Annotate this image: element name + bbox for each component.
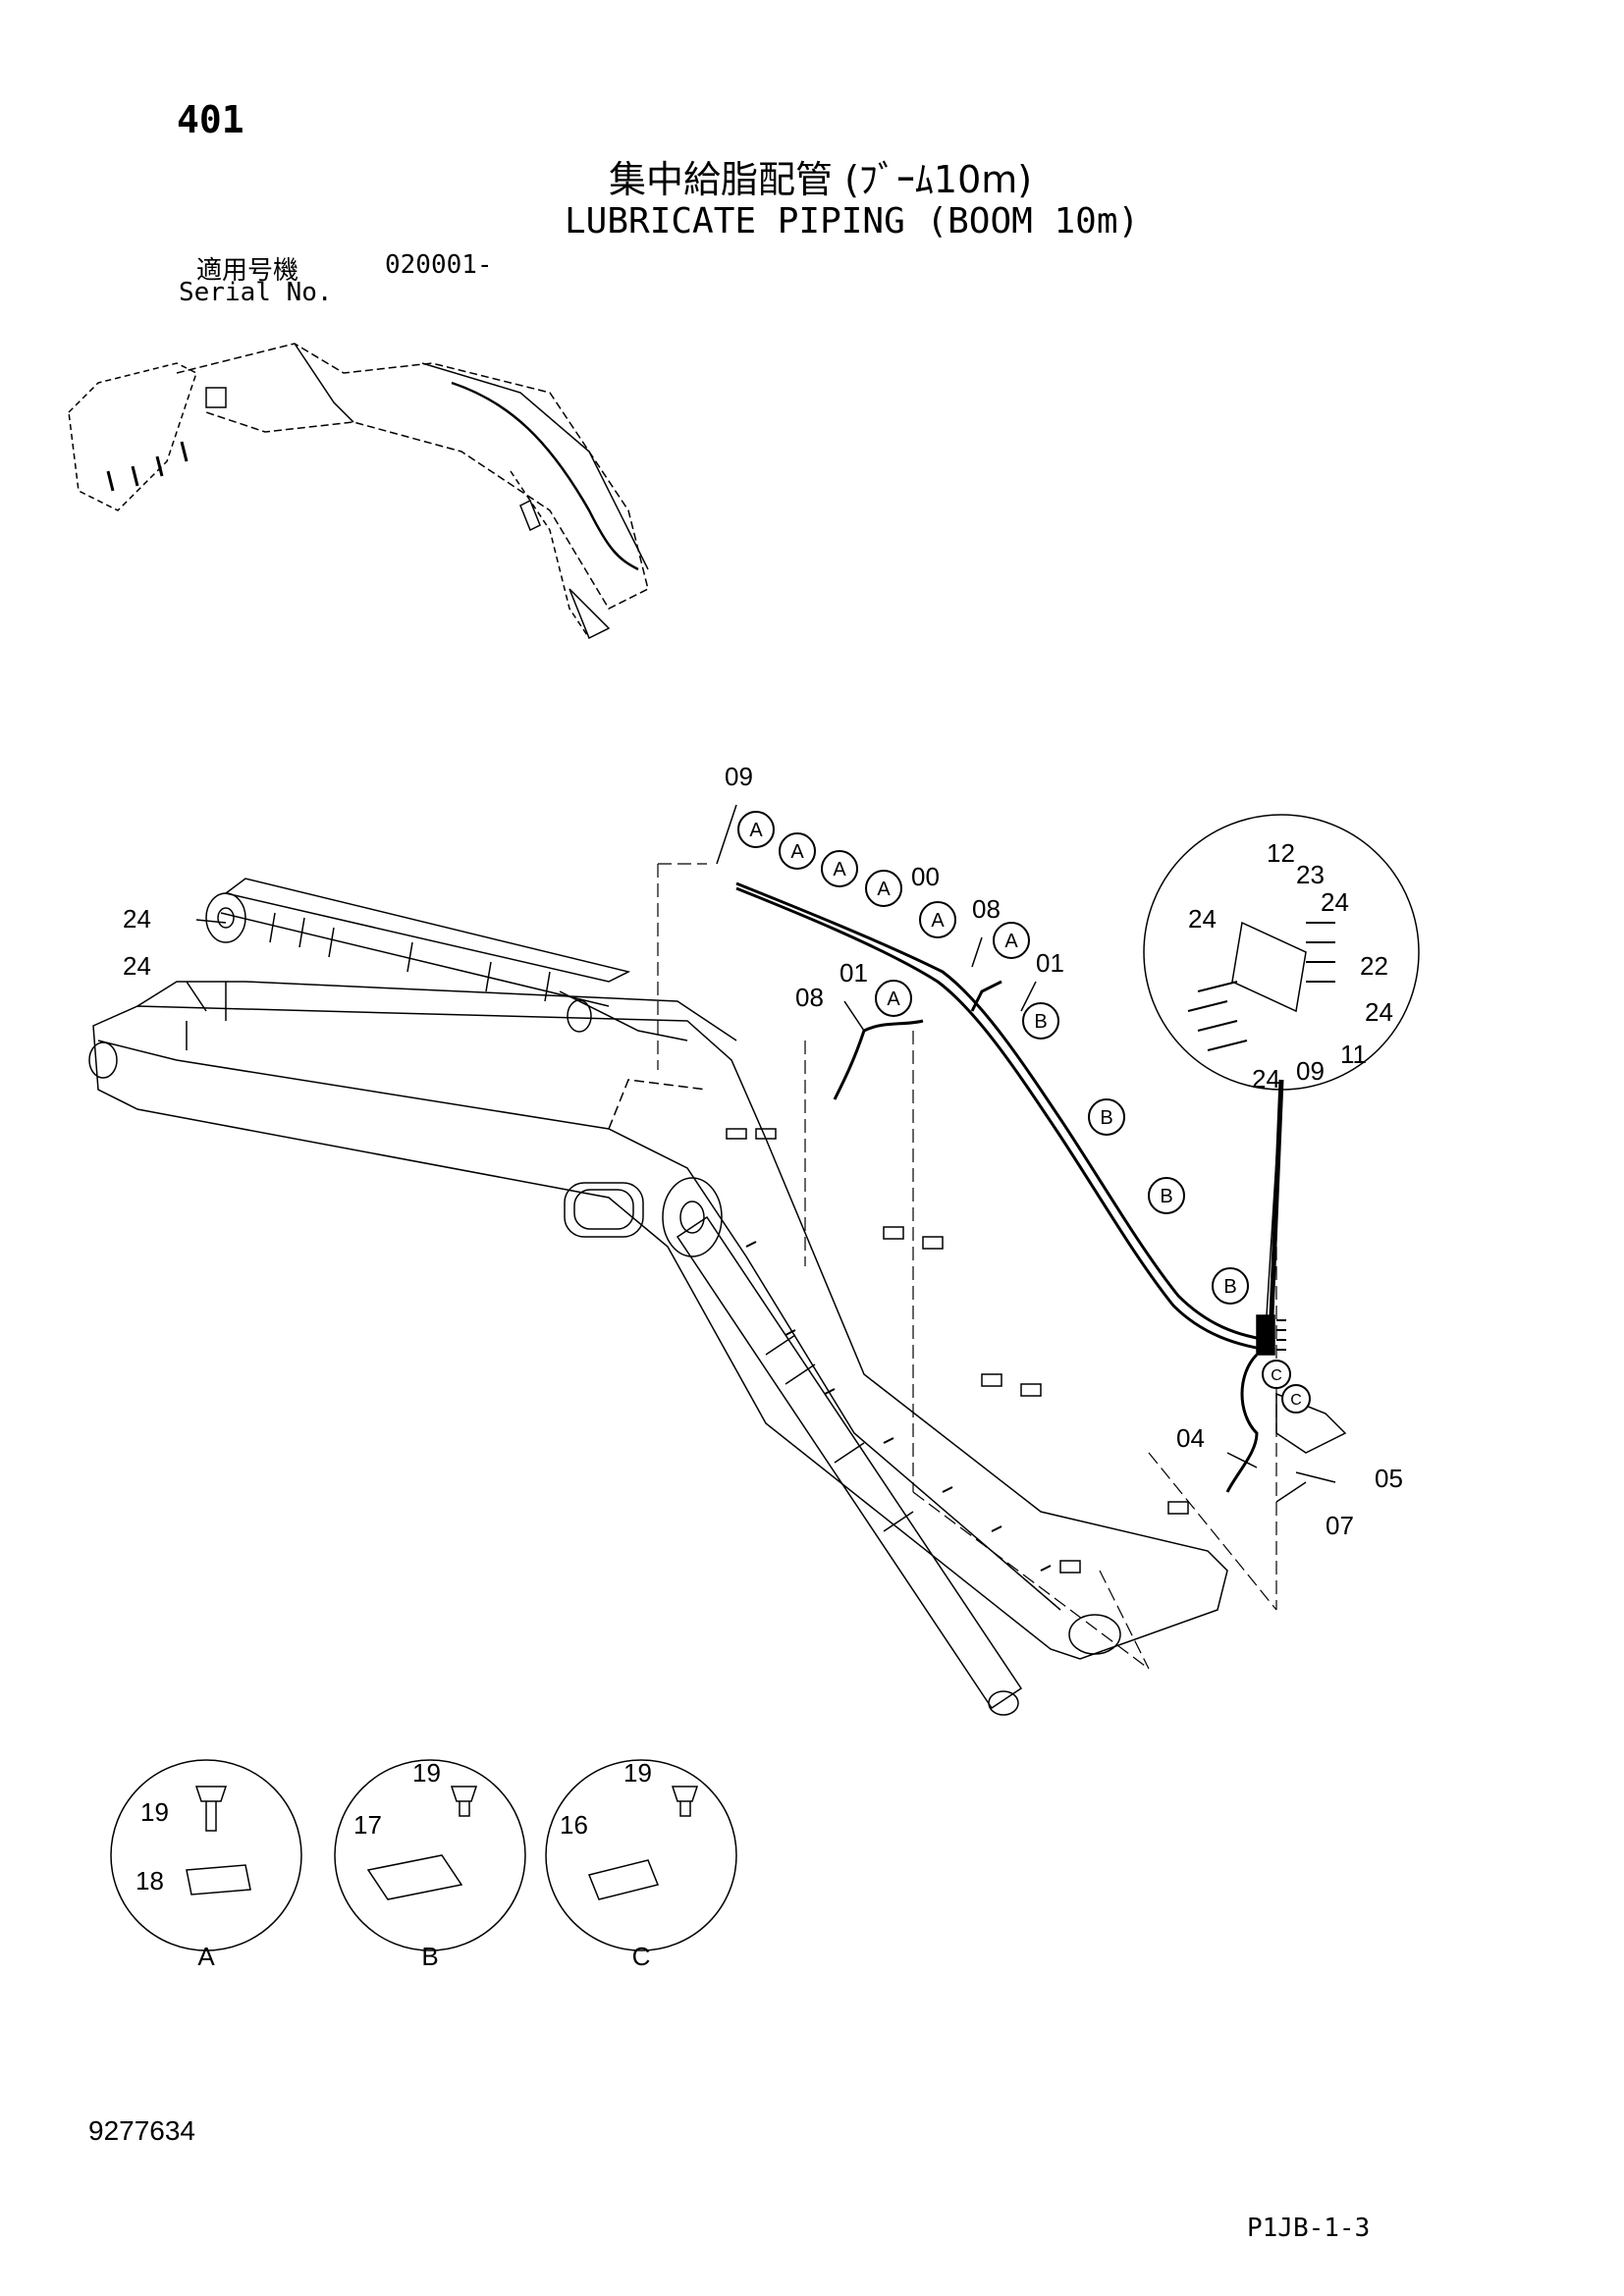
marker-a-label: A xyxy=(833,859,846,881)
callout-23: 23 xyxy=(1296,860,1325,889)
marker-b-2 xyxy=(1088,1098,1125,1136)
marker-c-2 xyxy=(1281,1384,1311,1414)
callout-07: 07 xyxy=(1326,1511,1354,1540)
page-code: P1JB-1-3 xyxy=(1247,2214,1371,2243)
marker-a-7 xyxy=(875,980,912,1017)
callout-12: 12 xyxy=(1267,838,1295,868)
page-number: 401 xyxy=(177,98,244,141)
boom-body xyxy=(88,981,1228,1660)
callout-24: 24 xyxy=(1188,904,1217,934)
marker-b-4 xyxy=(1212,1267,1249,1305)
callout-19: 19 xyxy=(412,1758,441,1788)
marker-b-label: B xyxy=(1223,1276,1236,1298)
marker-a-6 xyxy=(993,922,1030,959)
callout-24: 24 xyxy=(1252,1064,1280,1094)
callout-19: 19 xyxy=(623,1758,652,1788)
callout-24: 24 xyxy=(123,951,151,981)
callout-16: 16 xyxy=(560,1810,588,1840)
marker-a-label: A xyxy=(749,820,763,841)
boom-cylinder xyxy=(205,878,688,1041)
marker-c-1 xyxy=(1262,1360,1291,1389)
page-title-english: LUBRICATE PIPING (BOOM 10m) xyxy=(565,201,1140,241)
detail-circle-b xyxy=(334,1759,526,1951)
callout-01: 01 xyxy=(1036,948,1064,978)
marker-a-label: A xyxy=(877,879,891,900)
serial-label-japanese: 適用号機 xyxy=(196,256,299,286)
arm-cylinder xyxy=(662,1177,1023,1716)
callout-04: 04 xyxy=(1176,1423,1205,1453)
marker-a-5 xyxy=(919,901,956,938)
callout-24: 24 xyxy=(1321,887,1349,917)
marker-a-label: A xyxy=(887,988,900,1010)
projection-lines xyxy=(657,863,1277,1670)
callout-24: 24 xyxy=(123,904,151,934)
callout-01: 01 xyxy=(839,958,868,988)
callout-11: 11 xyxy=(1340,1040,1367,1069)
marker-a-1 xyxy=(737,811,775,848)
leader-lines xyxy=(186,804,1336,1503)
marker-b-label: B xyxy=(1034,1011,1047,1033)
marker-a-label: A xyxy=(1004,931,1018,952)
detail-label-a: A xyxy=(197,1942,215,1971)
marker-b-label: B xyxy=(1160,1186,1172,1207)
marker-a-4 xyxy=(865,870,902,907)
grease-manifold xyxy=(1256,1314,1286,1356)
detail-label-c: C xyxy=(632,1942,651,1971)
callout-19: 19 xyxy=(140,1797,169,1827)
callout-18: 18 xyxy=(135,1866,164,1896)
marker-a-3 xyxy=(821,850,858,887)
marker-b-3 xyxy=(1148,1177,1185,1214)
callout-08: 08 xyxy=(795,983,824,1012)
marker-b-1 xyxy=(1022,1002,1059,1040)
detail-label-b: B xyxy=(421,1942,438,1971)
callout-00: 00 xyxy=(911,862,940,891)
callout-05: 05 xyxy=(1375,1464,1403,1493)
callout-09: 09 xyxy=(1296,1056,1325,1086)
serial-label-english: Serial No. xyxy=(179,278,333,307)
callout-09: 09 xyxy=(725,762,753,791)
document-number: 9277634 xyxy=(88,2115,196,2146)
marker-c-label: C xyxy=(1271,1367,1282,1384)
marker-c-label: C xyxy=(1290,1392,1302,1409)
detail-circle-a xyxy=(110,1759,302,1951)
detail-circle-c xyxy=(545,1759,737,1951)
page-title-japanese: 集中給脂配管 (ﾌﾞｰﾑ10m) xyxy=(609,158,1033,201)
manifold-detail-view xyxy=(1143,814,1420,1091)
marker-a-2 xyxy=(779,832,816,870)
callout-24: 24 xyxy=(1365,997,1393,1027)
callout-08: 08 xyxy=(972,894,1001,924)
hose-clamp xyxy=(1275,1392,1347,1454)
overview-thumbnail xyxy=(68,343,649,640)
marker-b-label: B xyxy=(1100,1107,1112,1129)
callout-17: 17 xyxy=(353,1810,382,1840)
marker-a-label: A xyxy=(931,910,945,932)
lubrication-hoses xyxy=(735,881,1268,1493)
serial-number: 020001- xyxy=(385,250,493,280)
callout-22: 22 xyxy=(1360,951,1388,981)
marker-a-label: A xyxy=(790,841,804,863)
